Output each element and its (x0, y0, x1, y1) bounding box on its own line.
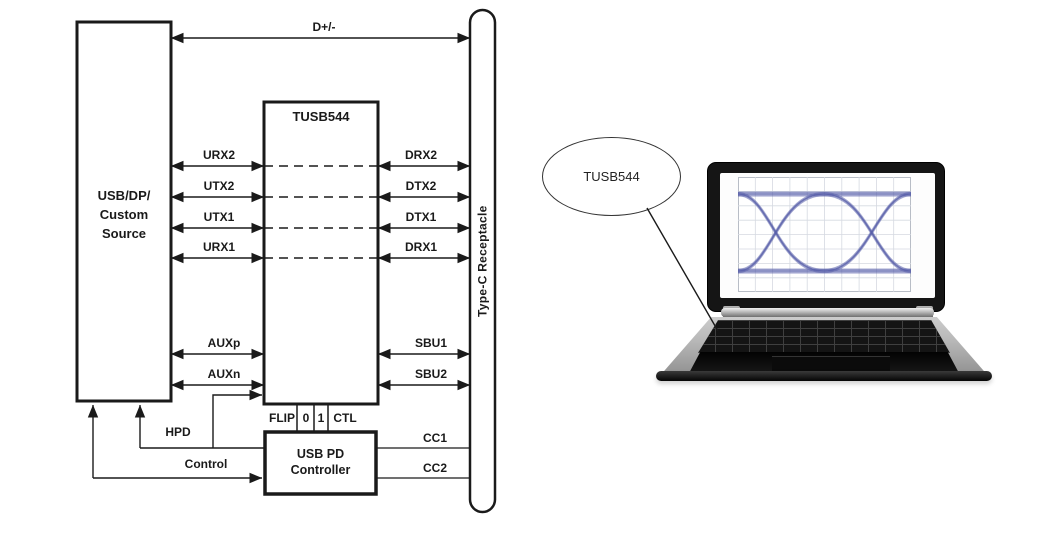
cc-lines (376, 447, 470, 479)
signal-label-drx1: DRX1 (404, 240, 438, 254)
signal-label-cc1: CC1 (422, 431, 448, 445)
pd-controller-box (263, 430, 378, 496)
signal-label-dtx1: DTX1 (405, 210, 437, 224)
signal-label-utx1: UTX1 (203, 210, 235, 224)
signal-label-auxp: AUXp (207, 336, 241, 350)
signal-label-urx1: URX1 (202, 240, 236, 254)
source-box (75, 20, 173, 403)
source-box-label: USB/DP/ Custom Source (97, 188, 151, 241)
tusb544-box-title: TUSB544 (292, 109, 350, 124)
callout-ellipse: TUSB544 (542, 137, 681, 216)
pin-label-0: 0 (302, 411, 310, 425)
upstream-lane-arrows (170, 160, 265, 391)
hpd-route (134, 389, 265, 449)
pd-controller-label: USB PD Controller (290, 447, 351, 477)
signal-label-drx2: DRX2 (404, 148, 438, 162)
control-route (87, 404, 263, 484)
signal-label-control: Control (184, 457, 228, 471)
signal-label-hpd: HPD (165, 425, 191, 439)
signal-label-cc2: CC2 (422, 461, 448, 475)
eye-diagram-image (738, 177, 911, 292)
laptop-touchpad (772, 356, 890, 372)
laptop-base-edge (656, 371, 992, 381)
signal-label-sbu2: SBU2 (414, 367, 448, 381)
ctl-pin-stubs (296, 404, 329, 432)
pin-label-flip: FLIP (269, 411, 295, 425)
redriver-channel-dashes (264, 165, 378, 259)
laptop-screen-bezel (707, 162, 945, 312)
signal-label-dtx2: DTX2 (405, 179, 437, 193)
laptop-screen (720, 173, 935, 298)
signal-label-auxn: AUXn (207, 367, 241, 381)
laptop-keyboard-keys (698, 320, 950, 353)
downstream-lane-arrows (377, 160, 471, 391)
pin-label-ctl: CTL (333, 411, 357, 425)
laptop-hinge-bar (721, 308, 934, 317)
signal-label-dplus: D+/- (312, 20, 336, 34)
signal-label-utx2: UTX2 (203, 179, 235, 193)
pin-label-1: 1 (317, 411, 325, 425)
signal-label-sbu1: SBU1 (414, 336, 448, 350)
signal-label-urx2: URX2 (202, 148, 236, 162)
callout-label: TUSB544 (583, 169, 640, 184)
